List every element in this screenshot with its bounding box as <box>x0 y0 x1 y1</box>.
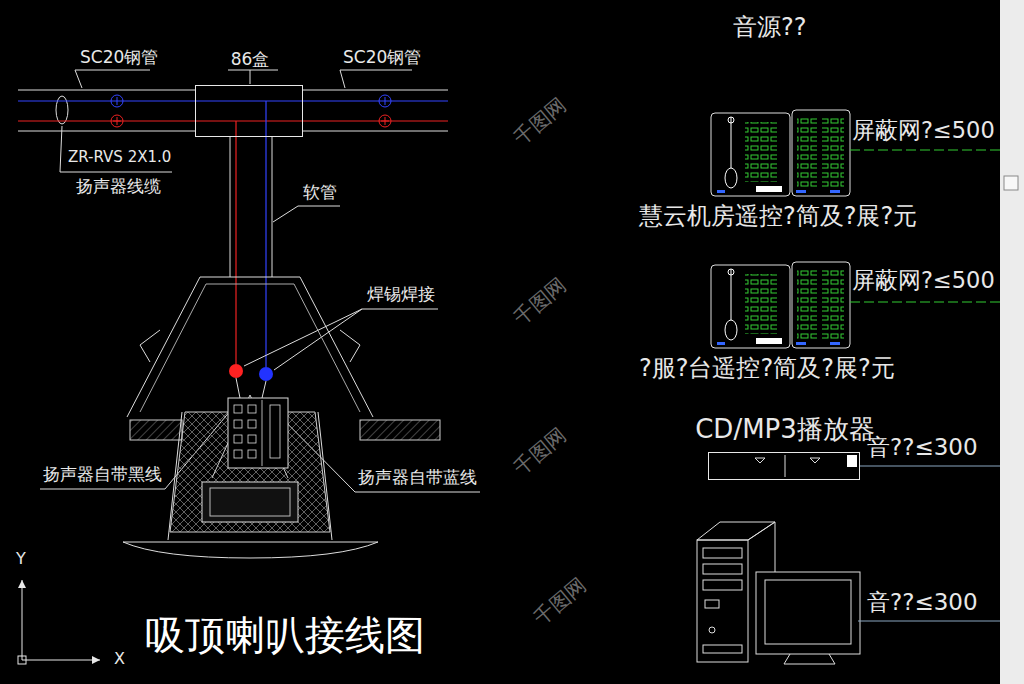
cable-spec: ZR-RVS 2X1.0 <box>68 149 171 166</box>
cable-spec: 屏蔽网?≤500 <box>852 268 995 294</box>
axis-label: X <box>114 650 125 668</box>
wire-label: 扬声器自带黑线 <box>43 465 162 485</box>
watermark: 千图网 <box>510 93 571 149</box>
hose-label: 软管 <box>303 183 337 203</box>
cable-spec: 屏蔽网?≤500 <box>852 118 995 144</box>
section-heading: 音源?? <box>733 14 806 42</box>
node-label: 86盒 <box>231 50 270 70</box>
cable-spec: 音??≤300 <box>867 589 978 615</box>
axis-label: Y <box>16 550 26 568</box>
watermark: 千图网 <box>510 273 571 329</box>
node-label: ?服?台遥控?简及?展?元 <box>639 355 895 383</box>
cable-label: 扬声器线缆 <box>76 177 161 197</box>
remote-control-unit: ?服?台遥控?简及?展?元 <box>711 262 851 349</box>
solder-label: 焊锡焊接 <box>367 285 435 305</box>
watermark: 千图网 <box>510 423 571 479</box>
junction-box: 86盒 <box>195 85 303 137</box>
conduit-label: SC20钢管 <box>80 48 158 68</box>
watermark: 千图网 <box>530 573 591 629</box>
remote-control-unit: 慧云机房遥控?简及?展?元 <box>711 110 851 197</box>
node-label: CD/MP3播放器 <box>695 415 875 445</box>
node-label: 慧云机房遥控?简及?展?元 <box>639 203 917 231</box>
wire-label: 扬声器自带蓝线 <box>358 468 477 488</box>
conduit-label: SC20钢管 <box>343 48 421 68</box>
cable-spec: 音??≤300 <box>867 434 978 460</box>
cd-mp3-player: CD/MP3播放器 <box>708 452 860 480</box>
drawing-title: 吸顶喇叭接线图 <box>145 612 425 658</box>
